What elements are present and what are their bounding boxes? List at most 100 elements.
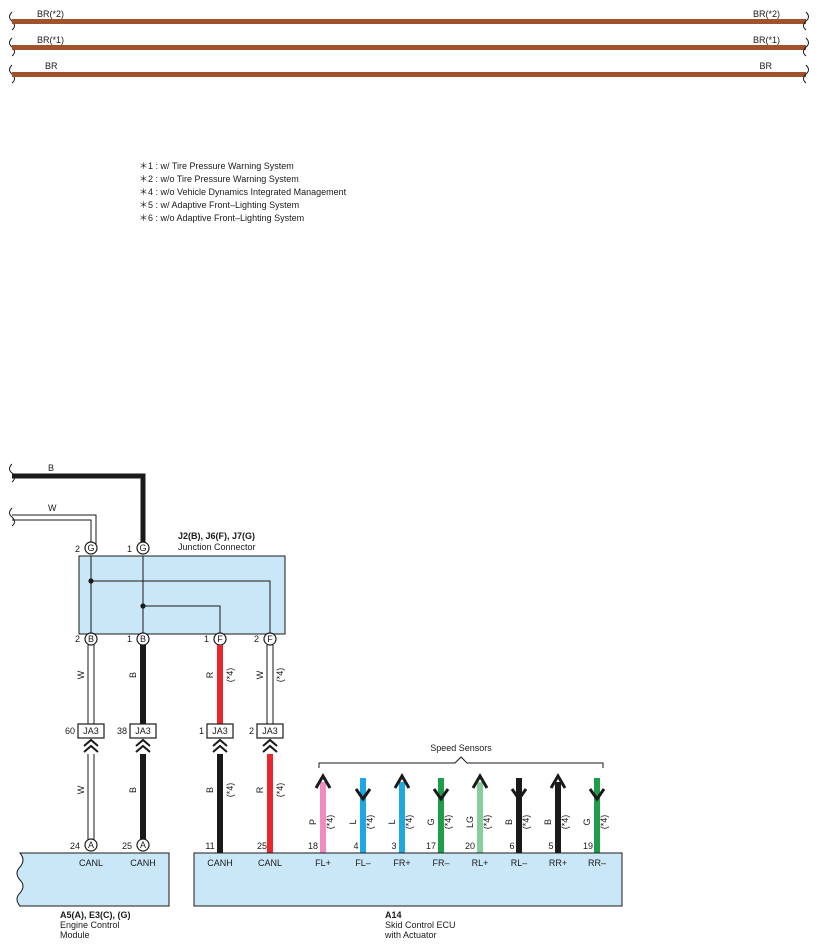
- skid-pin-name: CANH: [207, 858, 233, 868]
- wire-color-label: R: [205, 671, 215, 678]
- junction-subtitle: Junction Connector: [178, 542, 256, 552]
- bus-left-label: BR(*2): [37, 9, 64, 19]
- connector-chevron-icon: [83, 738, 99, 753]
- wire-color-label: L: [387, 819, 397, 824]
- pin-code: F: [267, 634, 273, 644]
- skid-pin-number: 4: [353, 841, 358, 851]
- wire-rr-minus: [594, 778, 600, 853]
- pin-number: 1: [204, 634, 209, 644]
- ja3-label: JA3: [83, 726, 99, 736]
- footnote-item: ＊2 : w/o Tire Pressure Warning System: [139, 174, 299, 184]
- arrow-down-icon: [354, 788, 372, 802]
- wire-color-label: G: [582, 818, 592, 825]
- ecm-line3: Module: [60, 930, 90, 940]
- bus-right-label: BR: [759, 61, 772, 71]
- ja3-box: [77, 723, 105, 739]
- pin-number: 2: [75, 544, 80, 554]
- ecm-pin-name: CANH: [130, 858, 156, 868]
- wire-note: (*4): [225, 668, 235, 683]
- break-mark-icon: [9, 507, 15, 527]
- pin-number: 1: [127, 544, 132, 554]
- ja3-pin-number: 60: [65, 726, 75, 736]
- bus-right-label: BR(*2): [753, 9, 780, 19]
- connector-chevron-icon: [135, 738, 151, 753]
- arrow-down-icon: [510, 788, 528, 802]
- skid-pin-number: 18: [308, 841, 318, 851]
- bus-left-label: BR(*1): [37, 35, 64, 45]
- speed-sensors: Speed Sensors P (*4) L (*4) L (*4) G (*4…: [308, 743, 609, 853]
- break-mark-icon: [9, 463, 15, 483]
- ja3-pin-number: 2: [249, 726, 254, 736]
- break-mark-icon: [803, 11, 809, 31]
- pin-number: 24: [70, 841, 80, 851]
- pin-code: G: [139, 543, 146, 553]
- skid-control-ecu: 11 25 18 4 3 17 20 6 5 19 CANH CANL FL+ …: [193, 841, 623, 940]
- skid-pin-number: 19: [583, 841, 593, 851]
- wire-note: (*4): [443, 815, 453, 830]
- bus-right-label: BR(*1): [753, 35, 780, 45]
- wire-note: (*4): [275, 783, 285, 798]
- pin-circle: [263, 632, 277, 646]
- arrow-down-icon: [588, 788, 606, 802]
- bus-wire-br1: [12, 45, 806, 50]
- junction-box: [78, 555, 286, 635]
- wire-color-label: B: [128, 672, 138, 678]
- junction-connector: J2(B), J6(F), J7(G) Junction Connector 2…: [75, 531, 286, 646]
- bus-wire-br: [12, 72, 806, 77]
- skid-pin-name: FL–: [355, 858, 371, 868]
- pin-number: 25: [122, 841, 132, 851]
- wire-note: (*4): [482, 815, 492, 830]
- skid-pin-number: 5: [548, 841, 553, 851]
- footnote-item: ＊1 : w/ Tire Pressure Warning System: [139, 161, 294, 171]
- ja3-box: [256, 723, 284, 739]
- pin-code: F: [217, 634, 223, 644]
- skid-pin-number: 11: [205, 841, 214, 851]
- footnote-item: ＊6 : w/o Adaptive Front–Lighting System: [139, 213, 305, 223]
- bus-left-label: BR: [45, 61, 58, 71]
- pin-circle: [136, 541, 150, 555]
- skid-pin-number: 6: [509, 841, 514, 851]
- wire-color-label: G: [426, 818, 436, 825]
- ja3-box: [129, 723, 157, 739]
- pin-code: A: [140, 840, 146, 850]
- skid-ecu-box: [193, 852, 623, 907]
- skid-pin-name: RR+: [549, 858, 567, 868]
- wire-b-label: B: [48, 463, 54, 473]
- ja3-label: JA3: [262, 726, 278, 736]
- lower-wires: W B B (*4) R (*4): [76, 754, 285, 853]
- skid-title: A14: [385, 910, 402, 920]
- skid-pin-name: RL+: [472, 858, 489, 868]
- break-mark-icon: [803, 37, 809, 57]
- ja3-box: [206, 723, 234, 739]
- ecm-box: [16, 852, 170, 907]
- wire-color-label: L: [348, 819, 358, 824]
- connector-chevron-icon: [212, 738, 228, 753]
- pin-circle: [84, 838, 98, 852]
- ja3-pin-number: 38: [117, 726, 127, 736]
- ja3-connectors: 60 JA3 38 JA3 1 JA3 2 JA3: [65, 723, 284, 753]
- wire-b-incoming: [12, 473, 146, 546]
- pin-number: 2: [254, 634, 259, 644]
- wire-note: (*4): [599, 815, 609, 830]
- wire-fr-plus: [399, 782, 405, 853]
- ja3-pin-number: 1: [199, 726, 204, 736]
- break-mark-icon: [803, 64, 809, 84]
- wire-note: (*4): [560, 815, 570, 830]
- footnote-item: ＊5 : w/ Adaptive Front–Lighting System: [139, 200, 300, 210]
- wire-note: (*4): [404, 815, 414, 830]
- wire-color-label: W: [76, 670, 86, 679]
- pin-circle: [136, 838, 150, 852]
- connector-chevron-icon: [262, 738, 278, 753]
- skid-line3: with Actuator: [384, 930, 437, 940]
- wire-note: (*4): [225, 783, 235, 798]
- wire-color-label: B: [543, 819, 553, 825]
- upper-wires: W B R (*4) W (*4): [76, 645, 285, 724]
- pin-code: G: [87, 543, 94, 553]
- ecm-title: A5(A), E3(C), (G): [60, 910, 131, 920]
- pin-circle: [84, 632, 98, 646]
- wire-color-label: W: [76, 785, 86, 794]
- left-incoming-wires: B W: [9, 463, 146, 546]
- ja3-label: JA3: [135, 726, 151, 736]
- wire-fl-minus: [360, 778, 366, 853]
